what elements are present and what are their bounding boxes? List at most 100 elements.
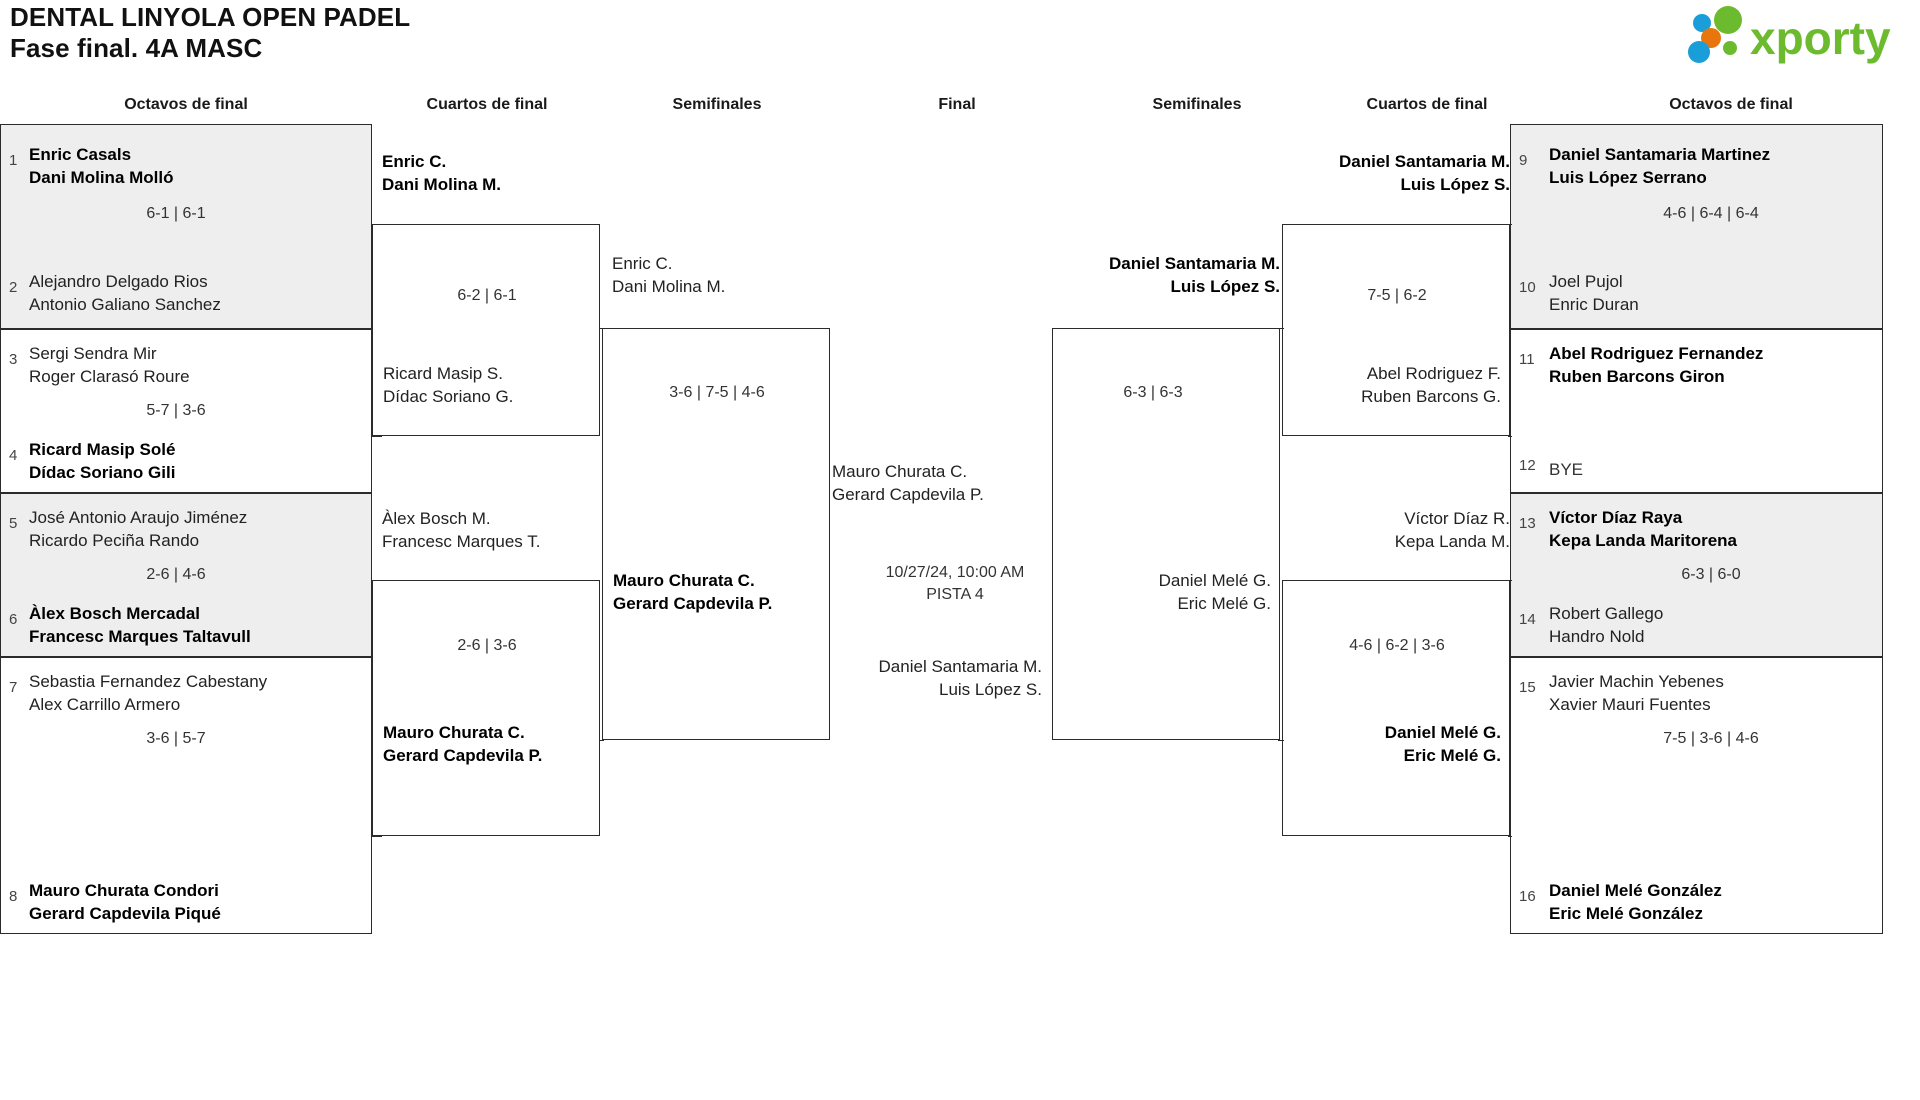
match-score: 6-2 | 6-1 — [457, 287, 517, 304]
sf-right-team-top: Daniel Santamaria M. Luis López S. — [1052, 252, 1280, 298]
player-line: Daniel Santamaria M. — [878, 657, 1042, 676]
connector-line — [1508, 580, 1512, 581]
match-score: 7-5 | 3-6 | 4-6 — [1663, 730, 1759, 747]
team-name-top: Abel Rodriguez Fernandez Ruben Barcons G… — [1549, 342, 1763, 388]
match-card-r16-9[interactable]: 9 Daniel Santamaria Martinez Luis López … — [1510, 124, 1883, 329]
match-card-r16-13[interactable]: 13 Víctor Díaz Raya Kepa Landa Maritoren… — [1510, 493, 1883, 657]
player-line: Enric Casals — [29, 145, 132, 164]
player-line: Ruben Barcons G. — [1361, 387, 1501, 406]
team-name-top: Daniel Santamaria Martinez Luis López Se… — [1549, 143, 1770, 189]
sf-left-team-top: Enric C. Dani Molina M. — [612, 252, 725, 298]
player-line: Luis López Serrano — [1549, 168, 1707, 187]
player-line: Luis López S. — [1400, 175, 1510, 194]
seed-number: 14 — [1519, 611, 1536, 628]
round-header-semis-right: Semifinales — [1152, 96, 1242, 113]
team-name-top: Sebastia Fernandez Cabestany Alex Carril… — [29, 670, 267, 716]
team-name-bottom: Àlex Bosch Mercadal Francesc Marques Tal… — [29, 602, 251, 648]
player-line: Kepa Landa M. — [1394, 532, 1510, 551]
player-line: Daniel Santamaria Martinez — [1549, 145, 1771, 164]
match-score: 6-1 | 6-1 — [146, 205, 206, 222]
match-card-l16-1[interactable]: 1 Enric Casals Dani Molina Molló 6-1 | 6… — [0, 124, 372, 329]
match-card-qf-left-2[interactable]: 2-6 | 3-6 Mauro Churata C. Gerard Capdev… — [372, 580, 600, 836]
round-header-cuartos-right: Cuartos de final — [1366, 96, 1488, 113]
seed-number: 16 — [1519, 888, 1536, 905]
seed-number: 10 — [1519, 279, 1536, 296]
team-name-bottom: Abel Rodriguez F. Ruben Barcons G. — [1283, 362, 1501, 408]
match-card-r16-11[interactable]: 11 Abel Rodriguez Fernandez Ruben Barcon… — [1510, 329, 1883, 493]
final-team-bottom: Daniel Santamaria M. Luis López S. — [830, 655, 1042, 701]
player-line: Daniel Santamaria M. — [1108, 254, 1280, 273]
match-score: 2-6 | 3-6 — [457, 637, 517, 654]
match-score: 4-6 | 6-2 | 3-6 — [1349, 637, 1445, 654]
team-name-bottom: Mauro Churata C. Gerard Capdevila P. — [613, 569, 772, 615]
match-card-l16-3[interactable]: 5 José Antonio Araujo Jiménez Ricardo Pe… — [0, 493, 372, 657]
player-line: Ricardo Peciña Rando — [29, 531, 200, 550]
seed-number: 7 — [9, 679, 18, 696]
player-line: Daniel Melé G. — [1158, 571, 1271, 590]
seed-number: 13 — [1519, 515, 1536, 532]
seed-number: 11 — [1519, 351, 1535, 368]
match-card-l16-4[interactable]: 7 Sebastia Fernandez Cabestany Alex Carr… — [0, 657, 372, 934]
player-line: Ruben Barcons Giron — [1549, 367, 1725, 386]
seed-number: 1 — [9, 152, 18, 169]
qf-left-1-team-top: Enric C. Dani Molina M. — [382, 150, 501, 196]
svg-text:xporty: xporty — [1750, 12, 1891, 64]
player-line: Roger Clarasó Roure — [29, 367, 190, 386]
match-score: 6-3 | 6-0 — [1681, 566, 1741, 583]
team-name-top: José Antonio Araujo Jiménez Ricardo Peci… — [29, 506, 247, 552]
page-title-block: DENTAL LINYOLA OPEN PADEL Fase final. 4A… — [10, 2, 410, 64]
player-line: Kepa Landa Maritorena — [1549, 531, 1737, 550]
seed-number: 15 — [1519, 679, 1536, 696]
match-card-sf-left[interactable]: 3-6 | 7-5 | 4-6 Mauro Churata C. Gerard … — [602, 328, 830, 740]
player-line: Eric Melé González — [1549, 904, 1703, 923]
round-header-cuartos-left: Cuartos de final — [426, 96, 548, 113]
final-team-top: Mauro Churata C. Gerard Capdevila P. — [832, 460, 984, 506]
connector-line — [1278, 328, 1284, 329]
qf-left-2-team-top: Àlex Bosch M. Francesc Marques T. — [382, 507, 540, 553]
player-line: Luis López S. — [1170, 277, 1280, 296]
player-line: Francesc Marques T. — [382, 532, 541, 551]
tournament-title: DENTAL LINYOLA OPEN PADEL — [10, 2, 411, 32]
team-name-top: Sergi Sendra Mir Roger Clarasó Roure — [29, 342, 190, 388]
team-name-bottom: Joel Pujol Enric Duran — [1549, 270, 1639, 316]
player-line: Àlex Bosch Mercadal — [29, 604, 201, 623]
qf-right-1-team-top: Daniel Santamaria M. Luis López S. — [1282, 150, 1510, 196]
player-line: Dani Molina M. — [382, 175, 501, 194]
player-line: Ricard Masip Solé — [29, 440, 176, 459]
team-name-bottom: Daniel Melé G. Eric Melé G. — [1283, 721, 1501, 767]
match-card-r16-15[interactable]: 15 Javier Machin Yebenes Xavier Mauri Fu… — [1510, 657, 1883, 934]
match-card-qf-left-1[interactable]: 6-2 | 6-1 Ricard Masip S. Dídac Soriano … — [372, 224, 600, 436]
player-line: Handro Nold — [1549, 627, 1645, 646]
match-card-qf-right-2[interactable]: 4-6 | 6-2 | 3-6 Daniel Melé G. Eric Melé… — [1282, 580, 1510, 836]
player-line: Àlex Bosch M. — [382, 509, 491, 528]
player-line: Gerard Capdevila P. — [383, 746, 543, 765]
round-header-final: Final — [938, 96, 976, 113]
player-line: Antonio Galiano Sanchez — [29, 295, 221, 314]
match-card-qf-right-1[interactable]: 7-5 | 6-2 Abel Rodriguez F. Ruben Barcon… — [1282, 224, 1510, 436]
connector-line — [372, 436, 382, 437]
player-line: Daniel Santamaria M. — [1338, 152, 1510, 171]
match-score: 5-7 | 3-6 — [146, 402, 206, 419]
final-schedule-datetime: 10/27/24, 10:00 AM — [885, 564, 1025, 581]
match-score: 2-6 | 4-6 — [146, 566, 206, 583]
player-line: Sebastia Fernandez Cabestany — [29, 672, 268, 691]
connector-line — [372, 224, 382, 225]
connector-line — [600, 328, 604, 329]
match-score: 7-5 | 6-2 — [1367, 287, 1427, 304]
player-line: Enric Duran — [1549, 295, 1639, 314]
player-line: Javier Machin Yebenes — [1549, 672, 1724, 691]
team-name-bottom: Ricard Masip Solé Dídac Soriano Gili — [29, 438, 175, 484]
player-line: Joel Pujol — [1549, 272, 1623, 291]
player-line: Ricard Masip S. — [383, 364, 503, 383]
match-card-sf-right[interactable]: 6-3 | 6-3 Daniel Melé G. Eric Melé G. — [1052, 328, 1280, 740]
player-line: Dani Molina Molló — [29, 168, 174, 187]
seed-number: 3 — [9, 351, 18, 368]
team-name-bottom: Ricard Masip S. Dídac Soriano G. — [383, 362, 513, 408]
team-name-top: Javier Machin Yebenes Xavier Mauri Fuent… — [1549, 670, 1724, 716]
match-card-l16-2[interactable]: 3 Sergi Sendra Mir Roger Clarasó Roure 5… — [0, 329, 372, 493]
player-line: Luis López S. — [938, 680, 1042, 699]
team-name-bottom: Alejandro Delgado Rios Antonio Galiano S… — [29, 270, 221, 316]
final-schedule-court: PISTA 4 — [926, 586, 984, 603]
player-line: Enric C. — [612, 254, 673, 273]
team-name-bottom: Daniel Melé González Eric Melé González — [1549, 879, 1722, 925]
